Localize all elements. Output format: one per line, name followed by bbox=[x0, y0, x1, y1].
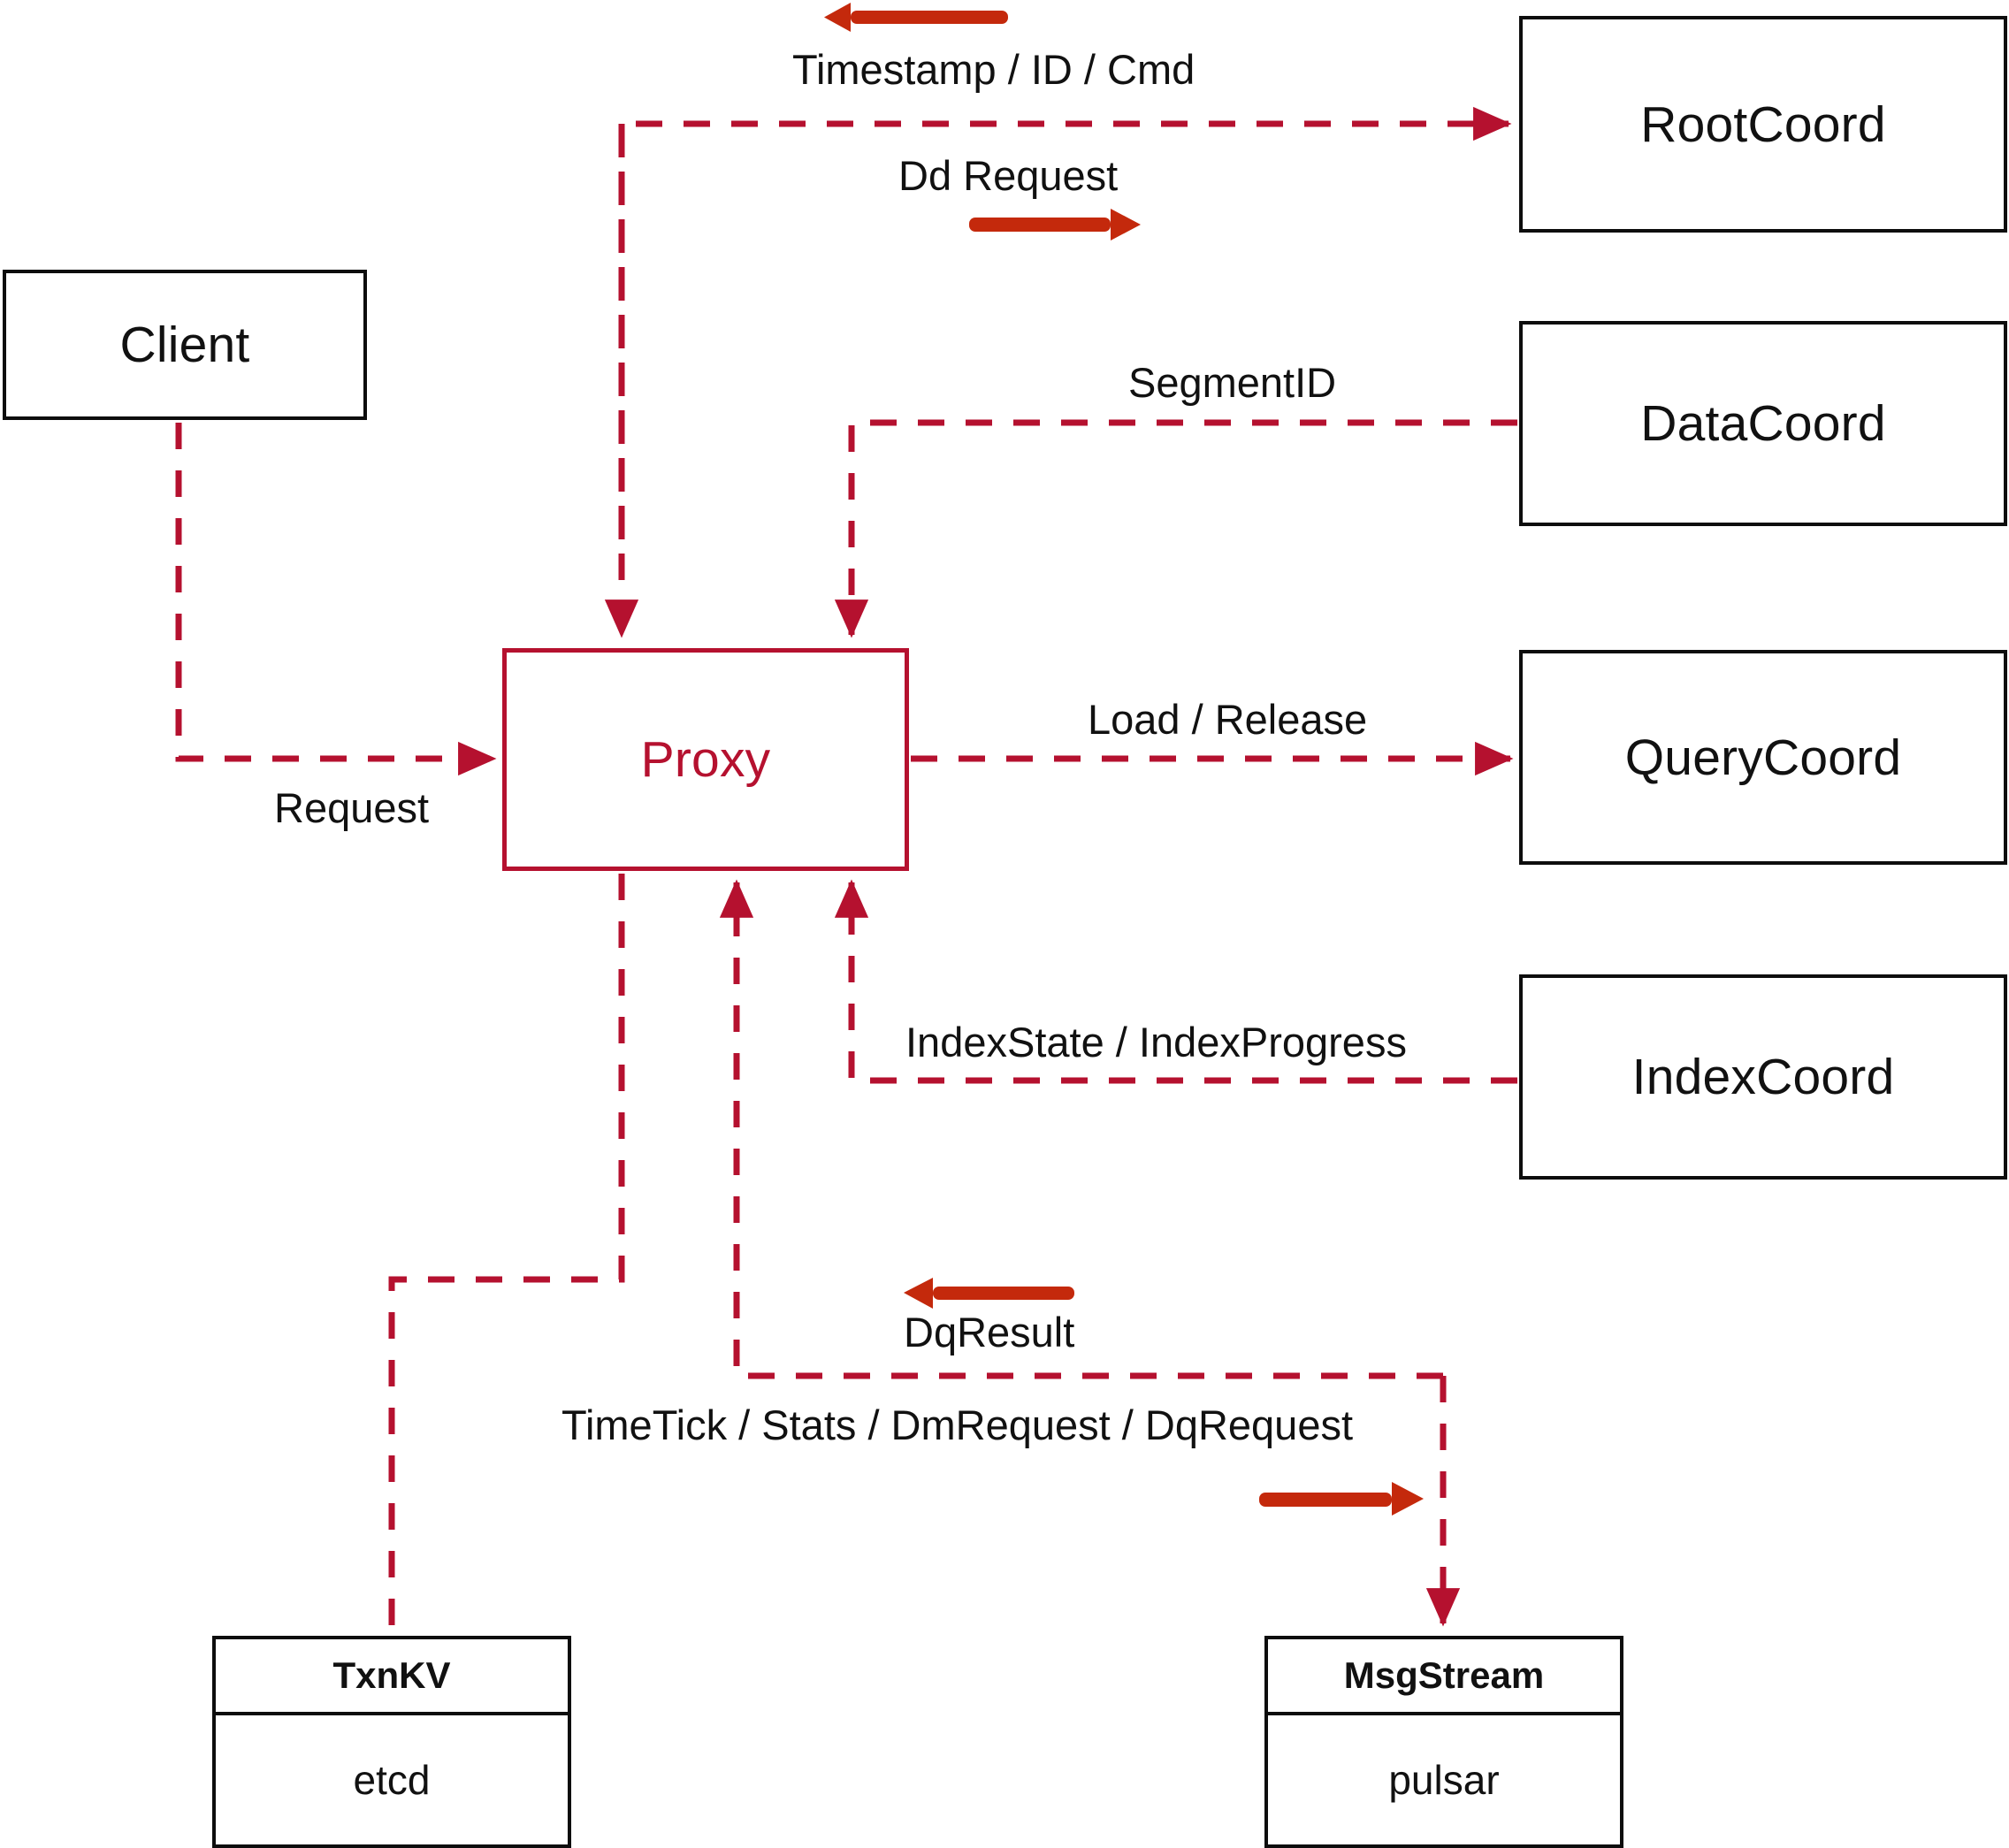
edge-proxy-to-txnkv bbox=[388, 874, 625, 1634]
edge-label-index-state-progress: IndexState / IndexProgress bbox=[905, 1019, 1407, 1065]
edge-proxy-to-rootcoord bbox=[618, 106, 1512, 539]
node-msgstream[interactable]: MsgStream pulsar bbox=[1264, 1636, 1623, 1848]
edge-label-load-release: Load / Release bbox=[1088, 696, 1368, 743]
edge-datacoord-to-proxy bbox=[834, 419, 1517, 638]
arrow-dq-result-leftward bbox=[904, 1278, 1074, 1309]
arrow-dd-request-rightward bbox=[969, 209, 1141, 241]
node-rootcoord[interactable]: RootCoord bbox=[1519, 16, 2007, 233]
node-indexcoord[interactable]: IndexCoord bbox=[1519, 974, 2007, 1180]
node-proxy-label: Proxy bbox=[640, 731, 771, 788]
node-client[interactable]: Client bbox=[3, 270, 367, 420]
node-querycoord[interactable]: QueryCoord bbox=[1519, 650, 2007, 865]
edge-label-timetick-stats: TimeTick / Stats / DmRequest / DqRequest bbox=[561, 1401, 1354, 1448]
node-querycoord-label: QueryCoord bbox=[1624, 729, 1902, 786]
arrow-timetick-rightward bbox=[1259, 1482, 1424, 1516]
edge-label-request: Request bbox=[274, 784, 430, 831]
node-msgstream-title: MsgStream bbox=[1343, 1654, 1545, 1696]
node-txnkv[interactable]: TxnKV etcd bbox=[212, 1636, 571, 1848]
node-txnkv-header: TxnKV bbox=[216, 1639, 568, 1715]
node-txnkv-body: etcd bbox=[216, 1715, 568, 1844]
node-rootcoord-label: RootCoord bbox=[1640, 95, 1886, 153]
direction-arrows bbox=[824, 3, 1424, 1516]
node-indexcoord-label: IndexCoord bbox=[1631, 1049, 1895, 1105]
node-client-label: Client bbox=[119, 317, 250, 373]
node-msgstream-impl: pulsar bbox=[1388, 1757, 1500, 1803]
node-txnkv-impl: etcd bbox=[353, 1757, 431, 1803]
edge-label-timestamp-id-cmd: Timestamp / ID / Cmd bbox=[792, 46, 1195, 93]
edge-msgstream-to-proxy bbox=[719, 879, 1443, 1379]
node-msgstream-body: pulsar bbox=[1268, 1715, 1620, 1844]
edge-label-segment-id: SegmentID bbox=[1128, 359, 1337, 406]
edge-label-dd-request: Dd Request bbox=[898, 152, 1119, 199]
node-datacoord[interactable]: DataCoord bbox=[1519, 321, 2007, 526]
node-msgstream-header: MsgStream bbox=[1268, 1639, 1620, 1715]
arrow-timestamp-leftward bbox=[824, 3, 1008, 32]
node-datacoord-label: DataCoord bbox=[1640, 395, 1886, 452]
node-proxy[interactable]: Proxy bbox=[502, 648, 909, 871]
edge-label-dq-result: DqResult bbox=[904, 1309, 1075, 1355]
edge-client-to-proxy bbox=[175, 423, 497, 776]
node-txnkv-title: TxnKV bbox=[332, 1654, 451, 1696]
